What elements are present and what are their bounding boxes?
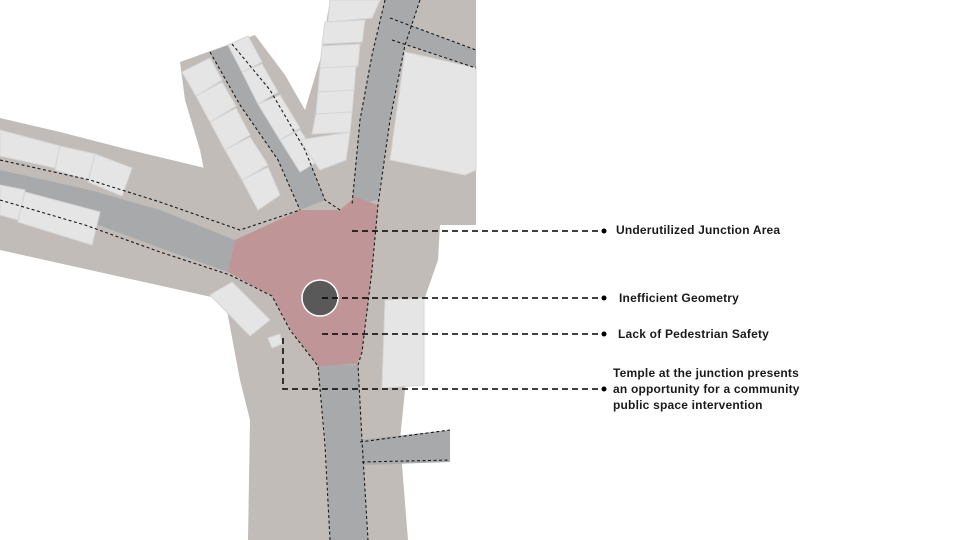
leader-endpoints bbox=[601, 228, 607, 392]
leader-lines bbox=[282, 230, 604, 390]
endpoint-geometry bbox=[601, 295, 607, 301]
roads bbox=[0, 0, 476, 540]
label-temple-line-3: public space intervention bbox=[613, 398, 763, 412]
buildings bbox=[0, 0, 477, 389]
endpoint-temple bbox=[601, 386, 607, 392]
leader-temple bbox=[282, 338, 604, 390]
label-temple-opportunity: Temple at the junction presents an oppor… bbox=[613, 365, 813, 413]
junction-area bbox=[228, 197, 378, 366]
endpoint-junction bbox=[601, 228, 607, 234]
label-pedestrian-safety: Lack of Pedestrian Safety bbox=[618, 327, 770, 341]
label-inefficient-geometry: Inefficient Geometry bbox=[619, 291, 740, 305]
label-underutilized-junction: Underutilized Junction Area bbox=[616, 223, 781, 237]
road-edge-dashes bbox=[0, 0, 477, 540]
label-temple-line-2: an opportunity for a community bbox=[613, 382, 800, 396]
label-temple-line-1: Temple at the junction presents bbox=[613, 366, 800, 380]
endpoint-pedestrian bbox=[601, 331, 607, 337]
